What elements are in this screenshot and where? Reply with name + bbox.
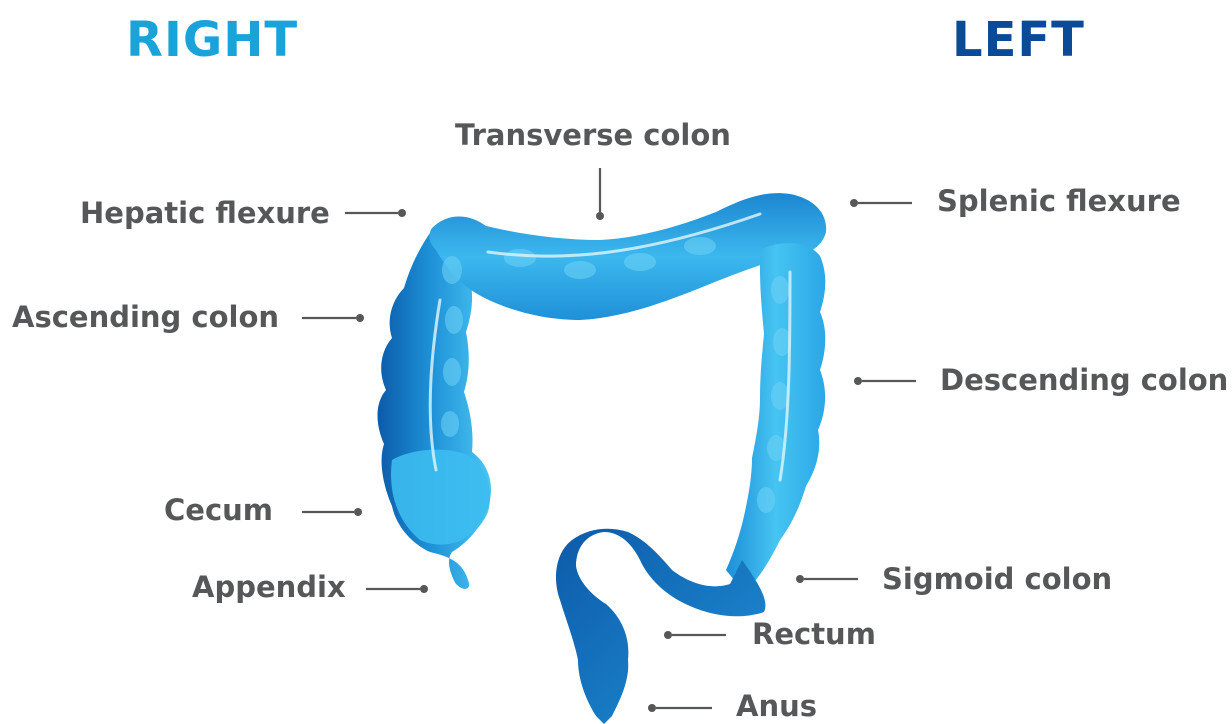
label-descending-colon: Descending colon [940,363,1228,397]
rectum-callout: Rectum [664,617,876,651]
descending-colon-callout: Descending colon [854,363,1228,397]
label-sigmoid-colon: Sigmoid colon [882,562,1112,596]
label-hepatic-flexure: Hepatic flexure [80,196,330,230]
anus-callout: Anus [648,689,817,723]
splenic-flexure-callout: Splenic flexure [850,184,1181,218]
label-cecum: Cecum [164,493,273,527]
label-transverse-colon: Transverse colon [455,118,731,152]
label-anus: Anus [736,689,817,723]
cecum-callout: Cecum [164,493,362,527]
appendix-callout: Appendix [192,570,428,604]
label-ascending-colon: Ascending colon [12,300,279,334]
sigmoid-colon-callout: Sigmoid colon [796,562,1112,596]
hepatic-flexure-callout: Hepatic flexure [80,196,406,230]
transverse-colon-callout: Transverse colon [455,118,731,220]
label-appendix: Appendix [192,570,346,604]
label-splenic-flexure: Splenic flexure [937,184,1181,218]
label-rectum: Rectum [752,617,876,651]
ascending-colon-callout: Ascending colon [12,300,364,334]
